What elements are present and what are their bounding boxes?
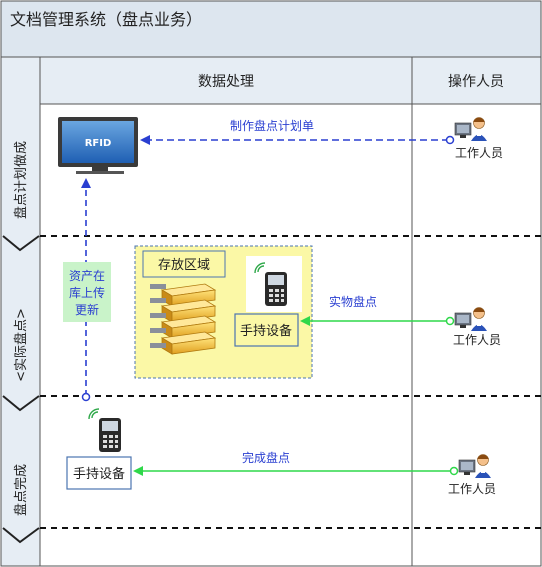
phase-label-complete: 盘点完成 (13, 464, 29, 516)
count-arrow-origin (445, 316, 455, 326)
upload-note-line-1: 资产在 (69, 269, 105, 283)
plan-arrow-label: 制作盘点计划单 (230, 118, 314, 133)
phase-label-actual: <实际盘点> (13, 308, 29, 382)
column-title-data-processing: 数据处理 (198, 74, 254, 90)
handheld-phone-icon-1 (254, 262, 287, 306)
worker-icon-2 (454, 307, 487, 331)
phase-column (0, 56, 41, 567)
monitor-label: RFID (85, 138, 112, 149)
complete-arrow-origin (449, 466, 459, 476)
phase-chevron-1 (2, 235, 40, 252)
title-bar (0, 0, 542, 58)
worker-label-2: 工作人员 (453, 333, 501, 347)
plan-arrow-origin (445, 135, 455, 145)
header-operator (411, 56, 542, 105)
worker-label-3: 工作人员 (448, 482, 496, 496)
storage-area-title-box (142, 250, 226, 278)
phase-chevron-2 (2, 395, 40, 412)
phase-chevron-3 (2, 527, 40, 544)
storage-area-title: 存放区域 (158, 258, 210, 273)
handheld-label-2: 手持设备 (73, 466, 125, 482)
upload-arrow-origin (81, 392, 91, 402)
count-arrow-label: 实物盘点 (329, 294, 377, 309)
header-data-processing (39, 56, 413, 105)
handheld-box-1 (234, 313, 299, 347)
worker-label-1: 工作人员 (455, 146, 503, 160)
handheld-label-1: 手持设备 (240, 323, 292, 339)
handheld-phone-icon-2 (88, 408, 121, 452)
complete-arrow-label: 完成盘点 (242, 450, 290, 465)
handheld-box-2 (66, 456, 132, 490)
shelf-stack-icon (150, 283, 217, 355)
phase-label-plan: 盘点计划做成 (13, 141, 29, 219)
worker-icon-3 (458, 454, 491, 478)
upload-note-line-2: 库上传 (69, 285, 105, 300)
worker-icon-1 (454, 117, 487, 141)
page-title: 文档管理系统（盘点业务） (10, 10, 202, 29)
column-title-operator: 操作人员 (448, 74, 504, 90)
upload-note: 资产在 库上传 更新 (63, 262, 111, 322)
rfid-monitor-icon: RFID (58, 117, 138, 174)
upload-note-line-3: 更新 (75, 302, 99, 317)
